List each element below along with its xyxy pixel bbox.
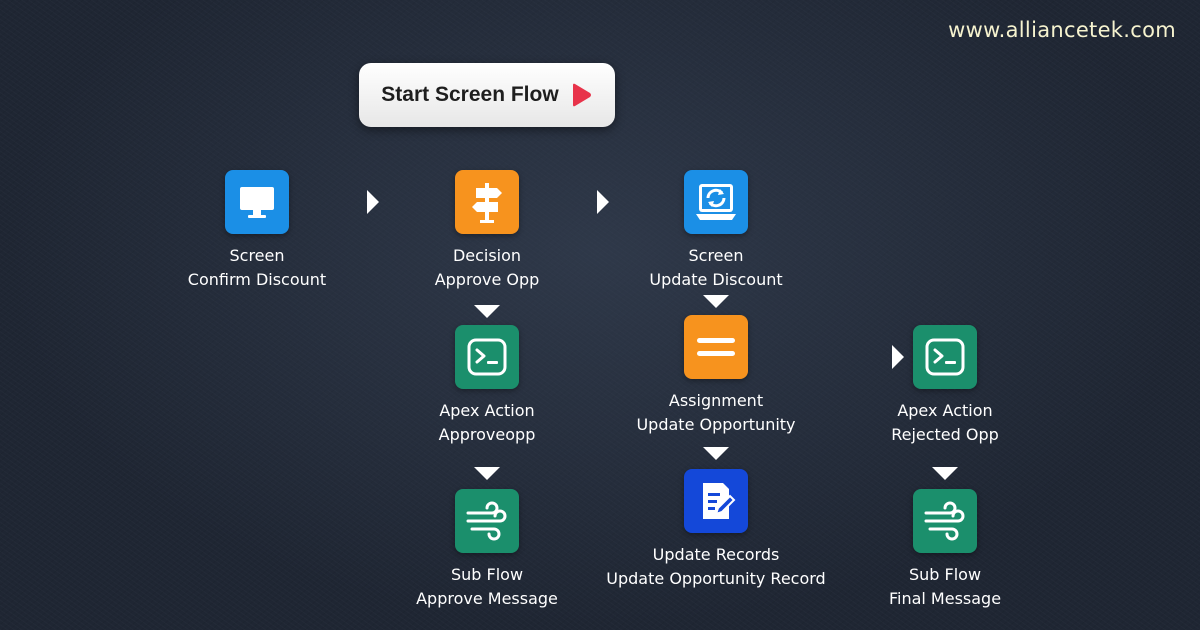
signpost-icon xyxy=(455,170,519,234)
flow-node-screen-confirm-discount[interactable]: Screen Confirm Discount xyxy=(137,170,377,292)
website-url[interactable]: www.alliancetek.com xyxy=(948,18,1176,42)
node-type-label: Sub Flow xyxy=(908,565,982,584)
flow-arrow-down xyxy=(703,295,729,308)
edit-record-icon xyxy=(684,469,748,533)
flow-arrow-down xyxy=(474,305,500,318)
flow-arrow-right xyxy=(892,345,904,369)
node-name-label: Approve Message xyxy=(416,589,558,608)
wind-icon xyxy=(913,489,977,553)
flow-node-apex-action-rejected-opp[interactable]: Apex Action Rejected Opp xyxy=(825,325,1065,447)
node-type-label: Assignment xyxy=(668,391,764,410)
flow-node-screen-update-discount[interactable]: Screen Update Discount xyxy=(596,170,836,292)
terminal-icon xyxy=(913,325,977,389)
equals-icon xyxy=(684,315,748,379)
node-name-label: Update Discount xyxy=(649,270,783,289)
flow-node-sub-flow-approve-message[interactable]: Sub Flow Approve Message xyxy=(367,489,607,611)
node-type-label: Screen xyxy=(688,246,744,265)
node-type-label: Apex Action xyxy=(439,401,535,420)
refresh-screen-icon xyxy=(684,170,748,234)
flow-arrow-down xyxy=(474,467,500,480)
node-name-label: Update Opportunity Record xyxy=(606,569,826,588)
node-name-label: Approveopp xyxy=(438,425,536,444)
node-name-label: Rejected Opp xyxy=(891,425,999,444)
flow-arrow-right xyxy=(367,190,379,214)
node-name-label: Approve Opp xyxy=(434,270,540,289)
start-button-label: Start Screen Flow xyxy=(381,83,559,106)
flow-arrow-down xyxy=(703,447,729,460)
node-type-label: Update Records xyxy=(652,545,780,564)
node-name-label: Update Opportunity xyxy=(636,415,796,434)
start-screen-flow-button[interactable]: Start Screen Flow xyxy=(359,63,615,127)
node-type-label: Sub Flow xyxy=(450,565,524,584)
flow-node-sub-flow-final-message[interactable]: Sub Flow Final Message xyxy=(825,489,1065,611)
flow-node-decision-approve-opp[interactable]: Decision Approve Opp xyxy=(367,170,607,292)
wind-icon xyxy=(455,489,519,553)
monitor-icon xyxy=(225,170,289,234)
flow-node-update-records[interactable]: Update Records Update Opportunity Record xyxy=(596,469,836,591)
node-type-label: Screen xyxy=(229,246,285,265)
flow-arrow-down xyxy=(932,467,958,480)
terminal-icon xyxy=(455,325,519,389)
node-type-label: Decision xyxy=(452,246,522,265)
node-name-label: Final Message xyxy=(888,589,1002,608)
flow-node-assignment-update-opportunity[interactable]: Assignment Update Opportunity xyxy=(596,315,836,437)
node-name-label: Confirm Discount xyxy=(187,270,327,289)
flow-arrow-right xyxy=(597,190,609,214)
flow-node-apex-action-approveopp[interactable]: Apex Action Approveopp xyxy=(367,325,607,447)
node-type-label: Apex Action xyxy=(897,401,993,420)
play-icon xyxy=(569,82,593,108)
